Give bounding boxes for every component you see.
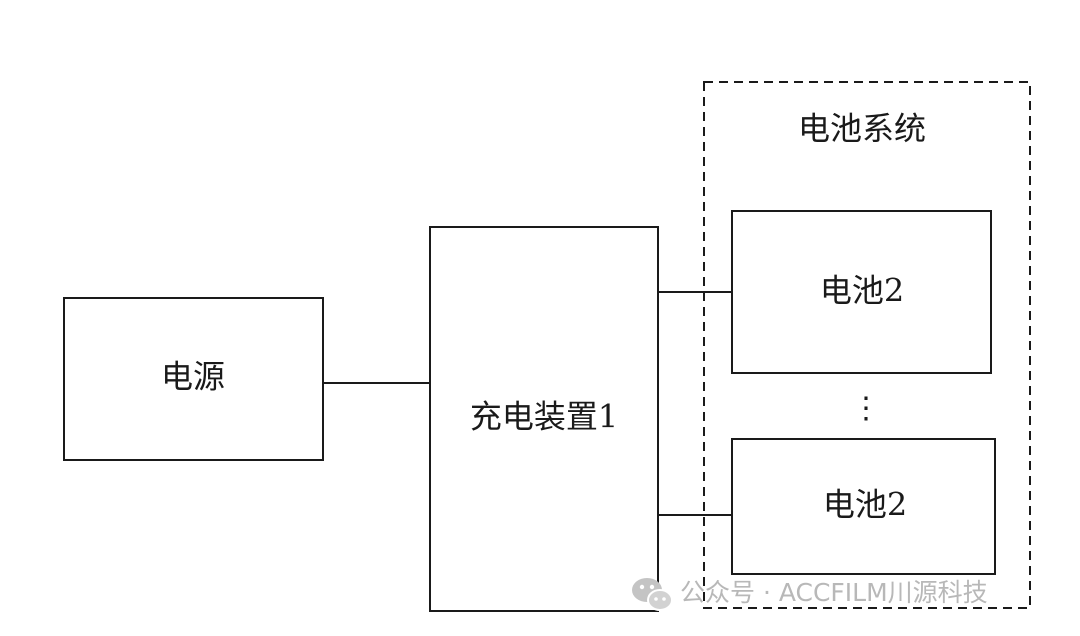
battery-ellipsis: ⋮ xyxy=(851,391,881,426)
battery-top-node: 电池2 xyxy=(731,210,992,374)
power-source-label: 电源 xyxy=(161,358,225,396)
charger-node: 充电装置1 xyxy=(429,226,659,612)
watermark: 公众号 · ACCFILM川源科技 xyxy=(632,578,988,611)
power-source-node: 电源 xyxy=(63,297,324,461)
watermark-text: 公众号 · ACCFILM川源科技 xyxy=(680,578,988,607)
charger-box xyxy=(429,226,659,612)
charger-label: 充电装置1 xyxy=(470,398,618,436)
battery-bottom-node: 电池2 xyxy=(731,438,996,575)
wechat-icon xyxy=(632,578,673,611)
battery-system-group xyxy=(703,81,1031,609)
battery-system-label: 电池系统 xyxy=(798,110,926,148)
power-source-box xyxy=(63,297,324,461)
battery-top-box xyxy=(731,210,992,374)
battery-top-label: 电池2 xyxy=(820,272,904,310)
battery-bottom-box xyxy=(731,438,996,575)
battery-bottom-label: 电池2 xyxy=(823,486,907,524)
